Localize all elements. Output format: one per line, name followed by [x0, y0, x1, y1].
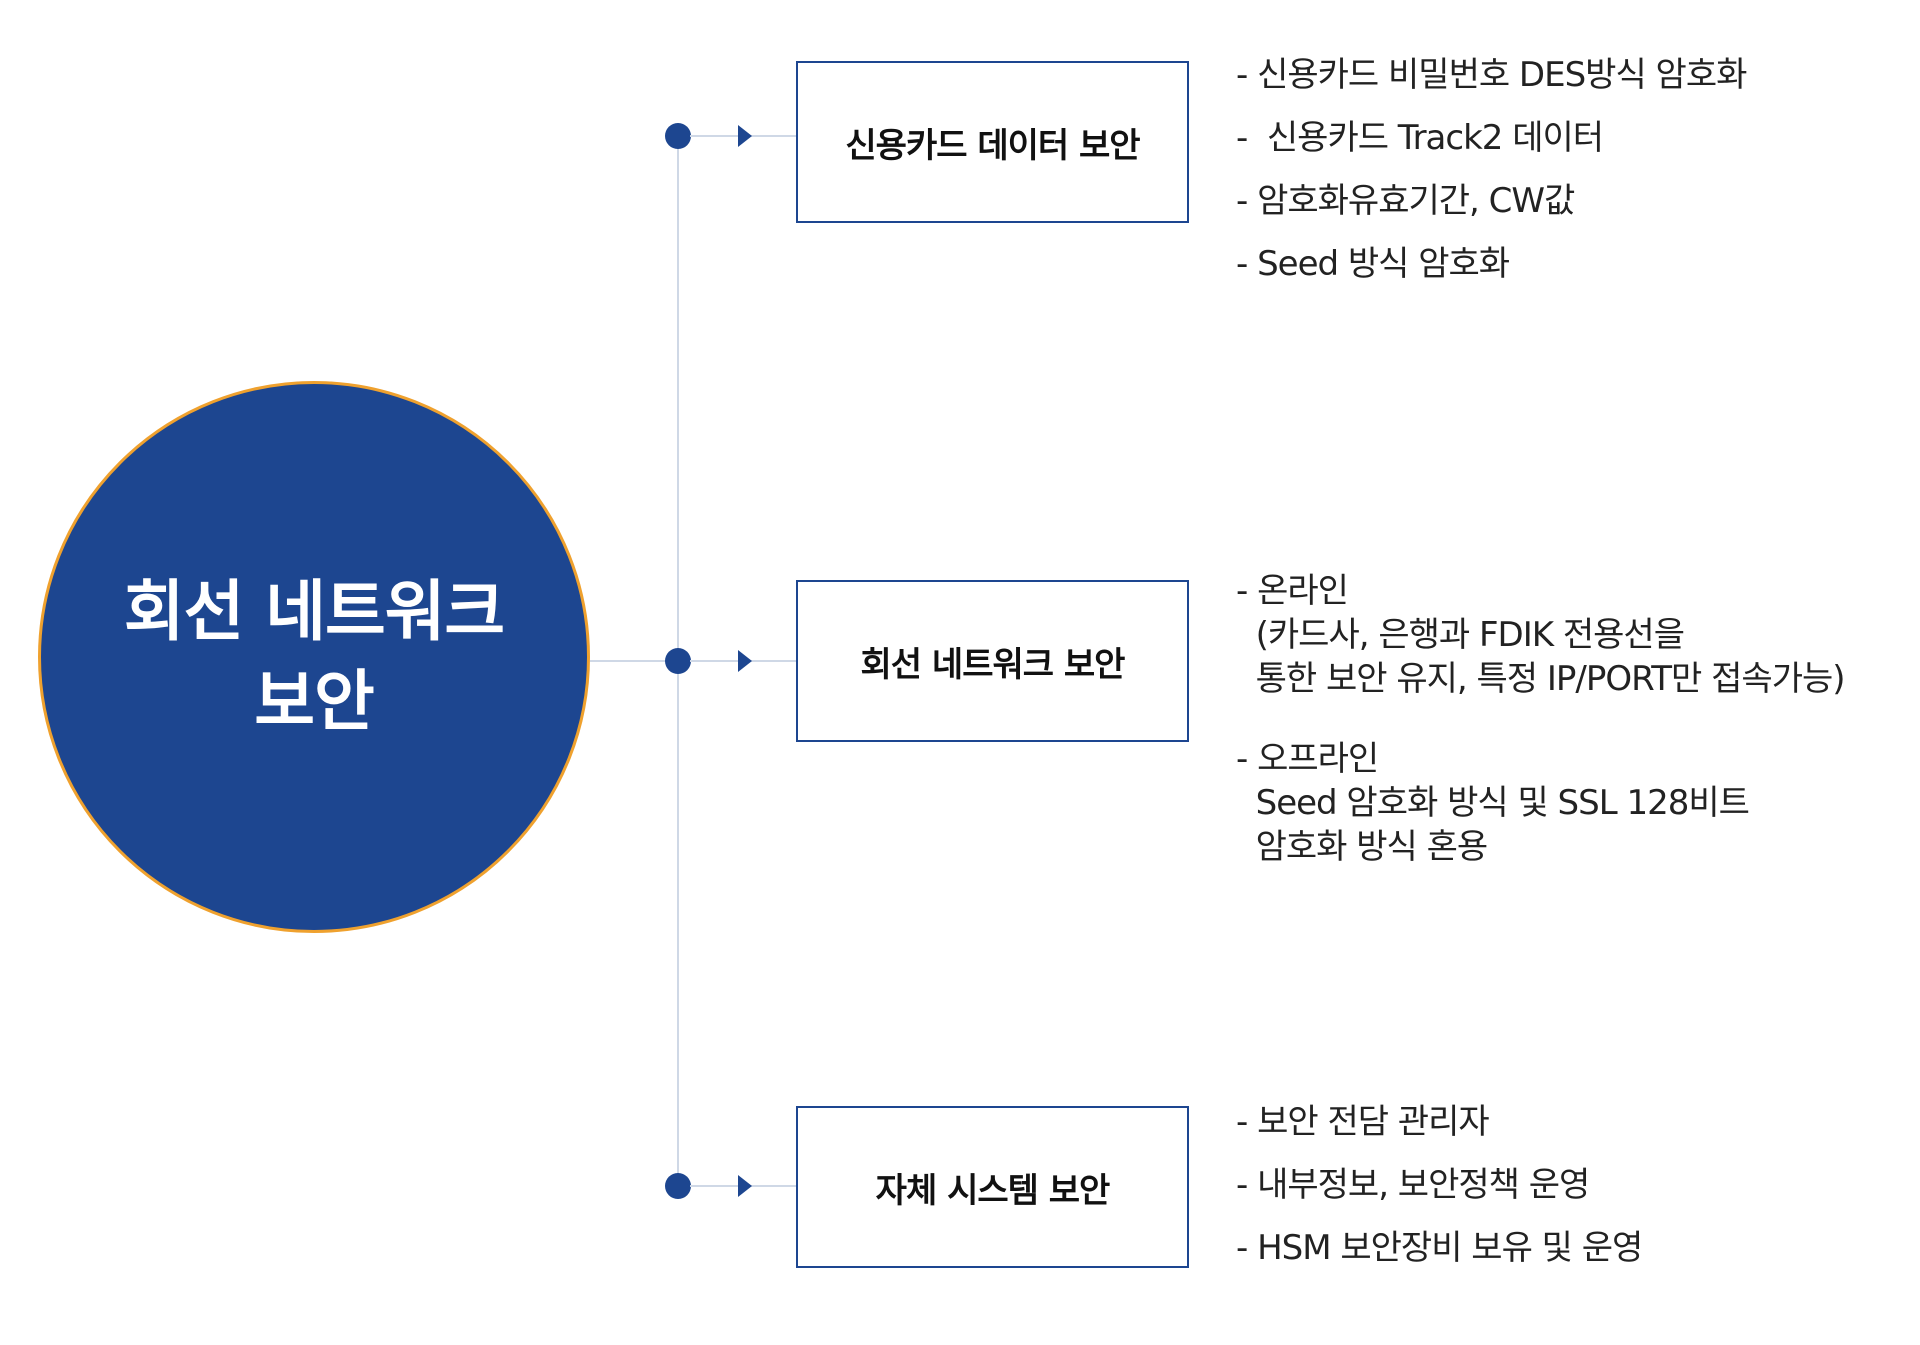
center-circle: 회선 네트워크 보안	[38, 381, 590, 933]
branch-2-box: 회선 네트워크 보안	[796, 580, 1189, 742]
branch-3-arrow-icon	[738, 1175, 752, 1197]
branch-3-label: 자체 시스템 보안	[875, 1170, 1111, 1211]
branch-2-details: - 온라인 (카드사, 은행과 FDIK 전용선을 통한 보안 유지, 특정 I…	[1236, 569, 1846, 869]
branch-1-detail-3: - 암호화유효기간, CW값	[1236, 181, 1575, 221]
center-title: 회선 네트워크 보안	[123, 573, 505, 740]
branch-3-detail-2: - 내부정보, 보안정책 운영	[1236, 1165, 1590, 1205]
branch-1-label: 신용카드 데이터 보안	[845, 125, 1140, 166]
branch-3-detail-1: - 보안 전담 관리자	[1236, 1102, 1490, 1142]
branch-1-detail-1: - 신용카드 비밀번호 DES방식 암호화	[1236, 55, 1747, 95]
branch-2-dot	[665, 648, 691, 674]
branch-3-details: - 보안 전담 관리자 - 내부정보, 보안정책 운영 - HSM 보안장비 보…	[1236, 1100, 1643, 1289]
branch-2-detail-1: - 온라인	[1236, 571, 1349, 611]
branch-2-detail-6: 암호화 방식 혼용	[1236, 827, 1489, 867]
branch-1-box: 신용카드 데이터 보안	[796, 61, 1189, 223]
branch-2-detail-2: (카드사, 은행과 FDIK 전용선을	[1236, 615, 1685, 655]
branch-1-detail-2: - 신용카드 Track2 데이터	[1236, 118, 1604, 158]
branch-2-detail-3: 통한 보안 유지, 특정 IP/PORT만 접속가능)	[1236, 659, 1846, 699]
branch-2-detail-4: - 오프라인	[1236, 739, 1379, 779]
branch-3-box: 자체 시스템 보안	[796, 1106, 1189, 1268]
branch-1-dot	[665, 123, 691, 149]
branch-2-label: 회선 네트워크 보안	[860, 644, 1126, 685]
trunk-connector	[590, 660, 678, 662]
branch-1-details: - 신용카드 비밀번호 DES방식 암호화 - 신용카드 Track2 데이터 …	[1236, 53, 1747, 305]
branch-3-detail-3: - HSM 보안장비 보유 및 운영	[1236, 1228, 1643, 1268]
branch-1-arrow-icon	[738, 125, 752, 147]
branch-3-dot	[665, 1173, 691, 1199]
branch-2-detail-5: Seed 암호화 방식 및 SSL 128비트	[1236, 783, 1750, 823]
branch-1-detail-4: - Seed 방식 암호화	[1236, 244, 1510, 284]
branch-2-arrow-icon	[738, 650, 752, 672]
